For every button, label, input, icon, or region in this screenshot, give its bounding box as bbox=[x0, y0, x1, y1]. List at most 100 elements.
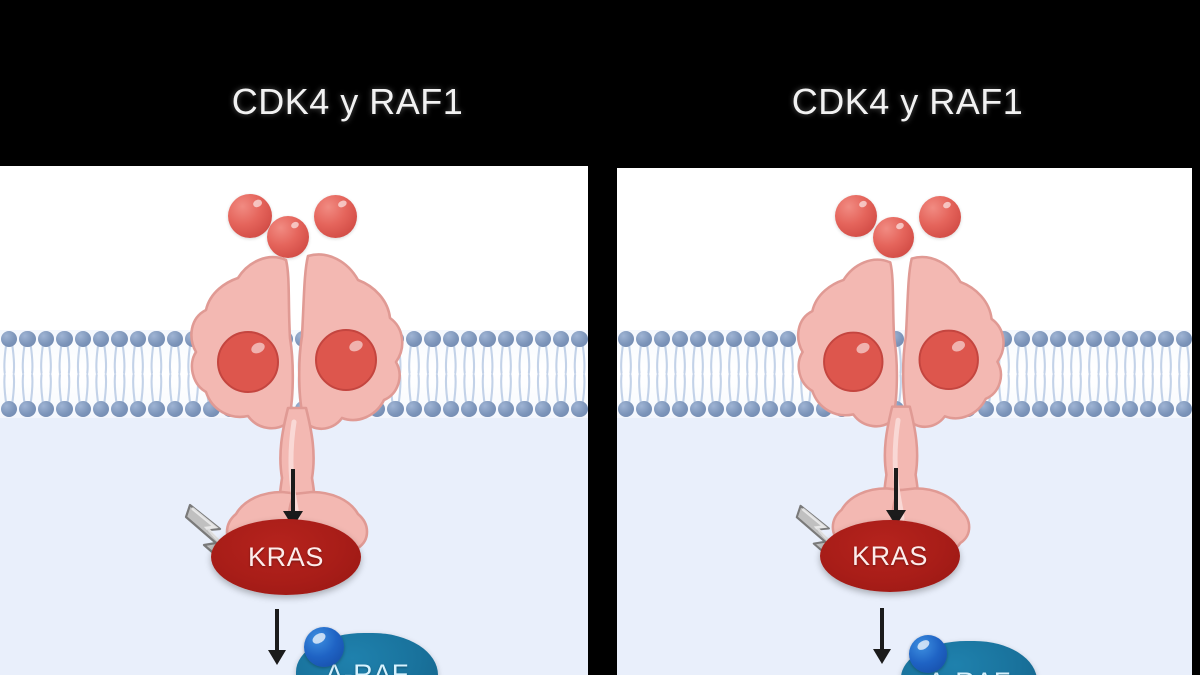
arrow-kras-to-araf-left bbox=[265, 609, 289, 665]
lipid-head bbox=[726, 331, 742, 347]
lipid-head bbox=[708, 401, 724, 417]
lipid-head bbox=[19, 400, 36, 418]
lipid-head bbox=[479, 330, 496, 348]
lipid-head bbox=[690, 331, 706, 347]
panel-left-title-line1: CDK4 y RAF1 bbox=[231, 81, 464, 122]
lipid-head bbox=[1176, 401, 1192, 417]
phosphate-group-icon-right bbox=[909, 635, 947, 673]
lipid-head bbox=[1014, 401, 1030, 417]
lipid-head bbox=[1068, 331, 1084, 347]
lipid-head bbox=[74, 330, 91, 348]
lipid-head bbox=[37, 330, 55, 348]
lipid-head bbox=[762, 331, 778, 347]
lipid-head bbox=[56, 400, 73, 418]
lipid-head bbox=[19, 330, 36, 348]
lipid-head bbox=[672, 331, 688, 347]
lipid-head bbox=[1050, 401, 1066, 417]
lipid-head bbox=[654, 331, 670, 347]
lipid-head bbox=[1158, 331, 1174, 347]
ligand-sphere-1-right bbox=[835, 195, 877, 237]
lipid-head bbox=[1158, 401, 1174, 417]
lipid-head bbox=[690, 401, 706, 417]
lipid-head bbox=[56, 330, 73, 348]
lipid-head bbox=[1032, 401, 1048, 417]
lipid-head bbox=[479, 400, 496, 418]
lipid-head bbox=[1014, 331, 1030, 347]
lipid-head bbox=[442, 400, 459, 418]
lipid-head bbox=[1068, 401, 1084, 417]
lipid-head bbox=[996, 401, 1012, 417]
lipid-head bbox=[798, 401, 814, 417]
lipid-head bbox=[534, 330, 551, 348]
lipid-head bbox=[780, 401, 796, 417]
ligand-sphere-1-left bbox=[228, 194, 272, 238]
lipid-head bbox=[497, 400, 515, 418]
lipid-head bbox=[93, 400, 110, 418]
lipid-head bbox=[148, 400, 165, 418]
ligand-sphere-2-right bbox=[873, 217, 914, 258]
lipid-head bbox=[636, 331, 652, 347]
lipid-head bbox=[185, 400, 202, 418]
kras-node-left: KRAS bbox=[211, 519, 361, 595]
pathway-panel-left: KRAS A-RAF bbox=[0, 166, 588, 675]
lipid-head bbox=[1176, 331, 1192, 347]
araf-label-left: A-RAF bbox=[325, 659, 409, 675]
lipid-head bbox=[166, 330, 183, 348]
lipid-head bbox=[553, 400, 570, 418]
ligand-sphere-2-left bbox=[267, 216, 309, 258]
lipid-head bbox=[744, 401, 760, 417]
lipid-head bbox=[1032, 331, 1048, 347]
arrow-kras-to-araf-right bbox=[870, 608, 894, 664]
lipid-head bbox=[618, 401, 634, 417]
lipid-head bbox=[461, 330, 478, 348]
lipid-head bbox=[1122, 401, 1138, 417]
lipid-head bbox=[571, 400, 588, 418]
kras-node-right: KRAS bbox=[820, 520, 960, 592]
lipid-head bbox=[1, 400, 18, 418]
lipid-head bbox=[744, 331, 760, 347]
lipid-head bbox=[1, 330, 18, 348]
lipid-head bbox=[497, 330, 515, 348]
lipid-head bbox=[442, 330, 459, 348]
lipid-head bbox=[37, 400, 55, 418]
lipid-head bbox=[424, 400, 441, 418]
lipid-head bbox=[726, 401, 742, 417]
lipid-head bbox=[636, 401, 652, 417]
right-edge-border bbox=[1192, 166, 1200, 675]
lipid-head bbox=[1140, 401, 1156, 417]
lipid-head bbox=[1140, 331, 1156, 347]
lipid-head bbox=[74, 400, 91, 418]
panel-right-title-line1: CDK4 y RAF1 bbox=[791, 81, 1024, 122]
lipid-head bbox=[780, 331, 796, 347]
lipid-head bbox=[1104, 401, 1120, 417]
ligand-sphere-3-left bbox=[314, 195, 357, 238]
panel-divider bbox=[588, 166, 617, 675]
lipid-head bbox=[571, 330, 588, 348]
lipid-head bbox=[424, 330, 441, 348]
lipid-head bbox=[516, 400, 533, 418]
lipid-head bbox=[461, 400, 478, 418]
araf-label-right: A-RAF bbox=[901, 667, 1037, 675]
lipid-head bbox=[708, 331, 724, 347]
lipid-head bbox=[93, 330, 110, 348]
lipid-head bbox=[387, 400, 404, 418]
lipid-head bbox=[129, 400, 147, 418]
lipid-head bbox=[405, 330, 423, 348]
lipid-head bbox=[111, 330, 128, 348]
lipid-head bbox=[166, 400, 183, 418]
lipid-head bbox=[618, 331, 634, 347]
lipid-head bbox=[1104, 331, 1120, 347]
phosphate-group-icon-left bbox=[304, 627, 344, 667]
lipid-head bbox=[516, 330, 533, 348]
lipid-head bbox=[1086, 401, 1102, 417]
ligand-sphere-3-right bbox=[919, 196, 961, 238]
lipid-head bbox=[553, 330, 570, 348]
lipid-head bbox=[762, 401, 778, 417]
lipid-head bbox=[1050, 331, 1066, 347]
lipid-head bbox=[148, 330, 165, 348]
kras-label-right: KRAS bbox=[852, 540, 928, 571]
lipid-head bbox=[534, 400, 551, 418]
lipid-head bbox=[1122, 331, 1138, 347]
lipid-head bbox=[672, 401, 688, 417]
